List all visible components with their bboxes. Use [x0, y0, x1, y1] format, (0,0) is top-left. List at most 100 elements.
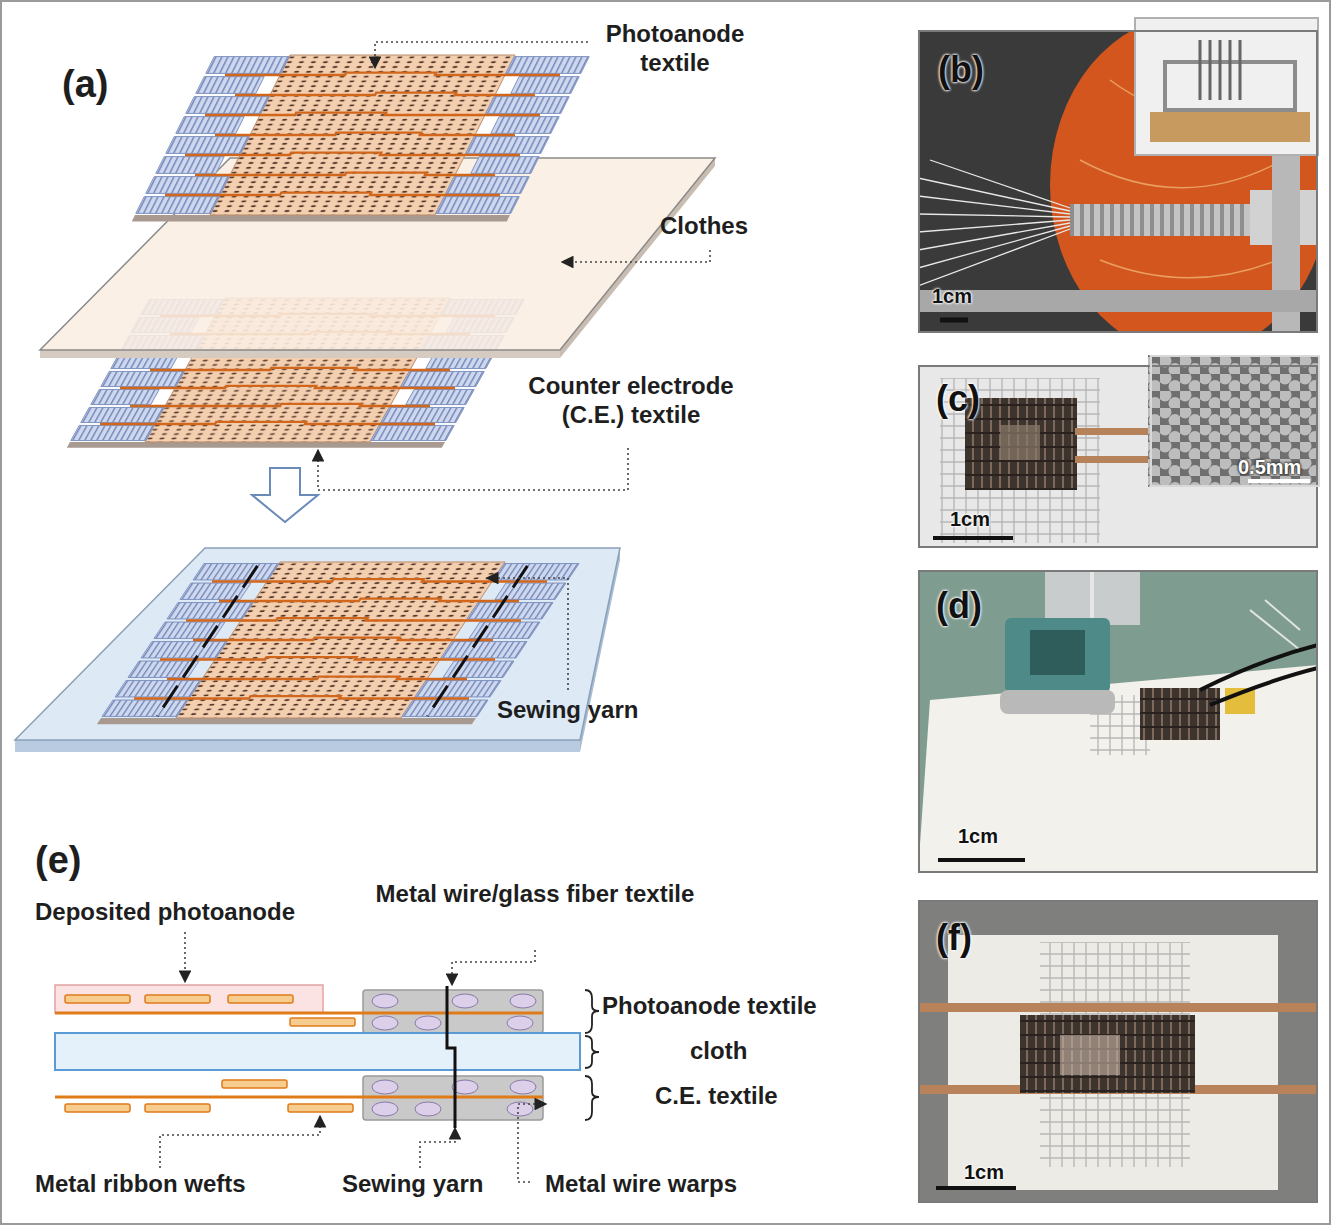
scale-bar [1248, 479, 1310, 483]
scale-label: 1cm [932, 284, 972, 308]
woven-cell [965, 398, 1077, 490]
part-label: Metal wire warps [545, 1170, 737, 1199]
woven-strip [1070, 204, 1255, 236]
part-label: Sewing yarn [497, 696, 638, 725]
glass-fiber-yarns [918, 160, 1070, 286]
photo-panel: 0.5mm (c) 1cm [918, 365, 1318, 548]
woven-cell [1140, 688, 1220, 740]
loom-inset [1135, 18, 1318, 155]
part-label: Sewing yarn [342, 1170, 483, 1199]
glass-fiber [415, 1016, 441, 1030]
glass-fiber [510, 994, 536, 1008]
base-edge [15, 740, 580, 752]
brace [585, 990, 599, 1033]
part-label: Metal ribbon wefts [35, 1170, 246, 1199]
glass-fiber [415, 1102, 441, 1116]
brace [585, 1076, 599, 1120]
metal-wire-warp [55, 1096, 543, 1099]
scale-label: 1cm [958, 824, 998, 848]
deposited-photoanode [55, 985, 323, 1013]
leader-line [518, 1104, 546, 1182]
scale-bar [933, 536, 1013, 540]
assembly-arrow [252, 468, 318, 522]
presser-foot [1030, 630, 1085, 675]
leader-line [375, 42, 588, 68]
photo-panel: (f) 1cm [918, 900, 1318, 1203]
leader-line [160, 1116, 320, 1168]
photo-background [918, 900, 1318, 1203]
metal-ribbon [65, 995, 130, 1003]
sewing-photo [918, 570, 1318, 873]
cloth-layer [55, 1033, 580, 1070]
glass-fiber [510, 1080, 536, 1094]
metal-ribbon [288, 1104, 353, 1112]
scale-bar [936, 1186, 1016, 1190]
panel-letter: (b) [938, 48, 984, 91]
part-label: C.E. textile [655, 1082, 778, 1111]
metal-ribbon [290, 1018, 355, 1026]
photo-background [918, 570, 1318, 873]
photoanode-area [1000, 425, 1040, 460]
loom-base [1150, 112, 1310, 142]
copper-strip [1075, 428, 1155, 435]
photoanode-textile [132, 55, 590, 221]
metal-bar [918, 290, 1318, 312]
scale-bar [940, 318, 968, 323]
panel-letter: (c) [936, 377, 980, 420]
woven-cell [1020, 1015, 1195, 1093]
loom-heddles [1200, 40, 1240, 100]
sewing-yarn [447, 986, 455, 1128]
part-label: Photoanode textile [590, 20, 760, 78]
part-label: Clothes [660, 212, 748, 241]
micrograph-inset [1148, 355, 1318, 487]
panel-letter: (d) [936, 584, 982, 627]
photo-panel: (b) 1cm [918, 30, 1318, 333]
panel-letter: (e) [35, 838, 81, 884]
lead-wire [1200, 645, 1318, 705]
photoanode-area [1060, 1035, 1120, 1075]
leader-line [184, 932, 186, 982]
sewing-yarn-line [157, 566, 257, 716]
copper-strip [1075, 456, 1155, 463]
paper [918, 665, 1318, 873]
part-label: cloth [690, 1037, 747, 1066]
scale-label: 0.5mm [1238, 455, 1301, 479]
metal-ribbon [145, 995, 210, 1003]
part-label: Metal wire/glass fiber textile [365, 880, 705, 909]
part-label: Deposited photoanode [35, 898, 295, 927]
weaving-photo [918, 30, 1318, 333]
panel-letter: (a) [62, 62, 108, 108]
glass-fiber [452, 994, 478, 1008]
glass-fiber [372, 1080, 398, 1094]
glass-fiber [372, 1102, 398, 1116]
ruler-marks [1250, 600, 1300, 650]
panel-letter: (f) [936, 916, 972, 959]
glass-fiber [372, 994, 398, 1008]
presser-foot [1005, 618, 1110, 693]
photo-panel: (d) 1cm [918, 570, 1318, 873]
scale-bar [938, 858, 1025, 862]
clothes-edge [40, 350, 560, 358]
copper-strip [918, 1003, 1318, 1012]
leader-line [420, 1128, 455, 1168]
metal-ribbon [222, 1080, 287, 1088]
part-label: Photoanode textile [602, 992, 817, 1021]
sewing-stitches [157, 566, 527, 716]
glass-fiber [507, 1016, 533, 1030]
scale-label: 1cm [964, 1160, 1004, 1184]
sewing-yarn-line [427, 566, 527, 716]
leader-line [452, 950, 535, 985]
metal-ribbon [228, 995, 293, 1003]
metal-ribbon [145, 1104, 210, 1112]
paper [948, 935, 1278, 1190]
metal-wire-warp [55, 1012, 543, 1015]
sewn-cell-photo [918, 900, 1318, 1203]
scale-label: 1cm [950, 507, 990, 531]
leader-line [562, 250, 710, 262]
glass-fiber [372, 1016, 398, 1030]
micrograph-inset: 0.5mm [1150, 355, 1320, 487]
